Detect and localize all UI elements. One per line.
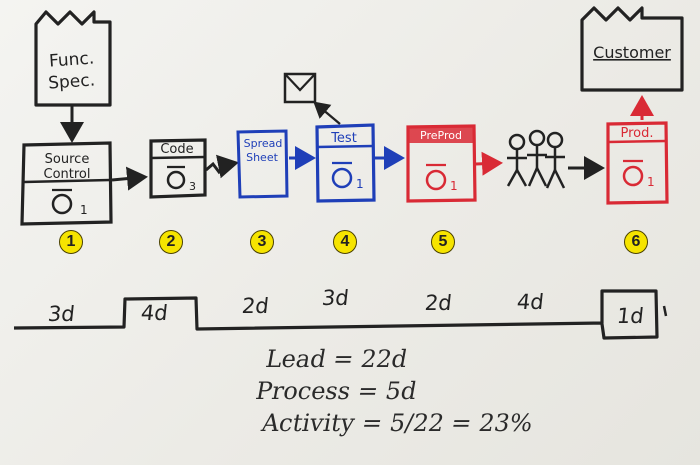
arrow-source-to-code [111,166,148,191]
start-factory: Func. Spec. [34,10,112,107]
step-badge-4: 4 [333,230,357,254]
timeline-label-1: 3d [46,302,76,326]
stage-3-label-1: Spread [244,137,283,150]
stage-test: Test 1 [315,123,376,203]
step-badge-2: 2 [159,230,183,254]
stage-1-label-1: Source [45,152,90,167]
stage-1-label-2: Control [44,167,91,182]
activity-ratio: Activity = 5/22 = 23% [259,409,535,437]
timeline-ladder [13,289,659,340]
stage-source-control: Source Control 1 [20,141,113,226]
stage-5-sub: 1 [450,179,458,193]
stage-6-sub: 1 [647,175,655,189]
timeline-label-7: 1d [615,304,645,328]
stage-3-label-2: Sheet [246,151,278,164]
timeline-label-2: 4d [139,301,169,325]
step-badge-3: 3 [250,230,274,254]
stage-1-sub: 1 [80,203,88,217]
timeline-label-4: 3d [320,286,350,310]
stage-2-sub: 3 [189,180,196,193]
timeline-label-3: 2d [240,294,270,318]
start-factory-label-2: Spec. [48,70,96,93]
step-badge-5: 5 [431,230,455,254]
stage-spreadsheet: Spread Sheet [236,129,289,199]
stage-2-label: Code [160,142,193,157]
people-icon [506,129,566,189]
stage-6-label: Prod. [620,126,653,141]
operator-icon [51,188,73,215]
stage-4-sub: 1 [356,177,364,191]
stage-prod: Prod. 1 [606,121,669,205]
lead-time: Lead = 22d [263,345,410,373]
end-factory-label: Customer [593,43,671,62]
stage-5-label: PreProd [420,129,462,142]
start-factory-label-1: Func. [48,48,94,71]
process-time: Process = 5d [253,377,419,405]
stage-4-label: Test [330,131,357,146]
timeline-label-6: 4d [515,290,545,314]
arrow-preprod-to-people [475,151,503,176]
arrow-code-to-spreadsheet [205,154,239,179]
step-badge-1: 1 [59,230,83,254]
step-badge-6: 6 [624,230,648,254]
timeline-label-5: 2d [423,291,453,315]
stage-code: Code 3 [149,138,207,199]
envelope-icon [283,72,317,104]
end-factory: Customer [580,6,684,92]
arrow-test-to-envelope [313,101,341,125]
stage-preprod: PreProd 1 [406,124,477,203]
